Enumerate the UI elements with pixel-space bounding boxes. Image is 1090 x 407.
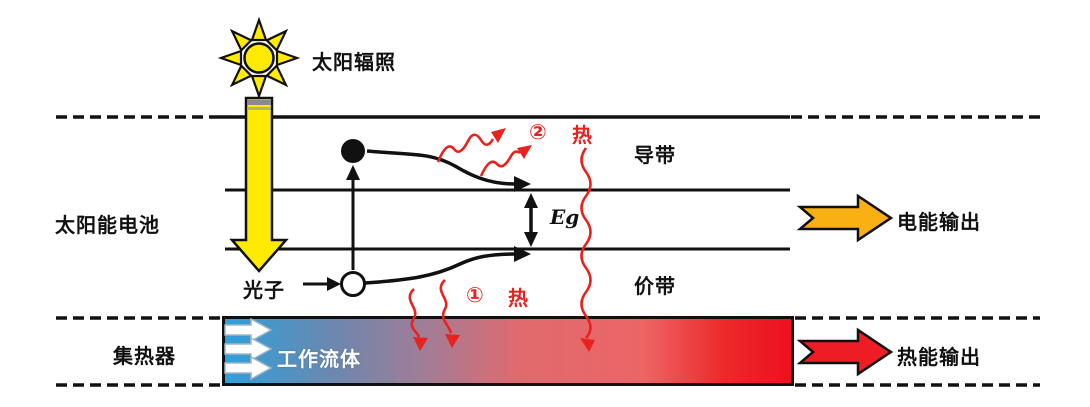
sun-label: 太阳辐照 [312,50,396,74]
heat-wave-2b [479,150,521,177]
fluid-arrow-1 [224,317,273,343]
excitation-arrowhead [346,165,360,180]
electron-relaxation-curve [366,149,516,186]
heat-wavy-arrows-1 [408,279,453,338]
heat-wave-1a-arrowhead [413,337,428,351]
heat-transfer-arrowhead [580,338,595,352]
heat-transfer-wave [580,147,595,352]
hole-relaxation-curve [364,252,516,285]
photon-to-hole-arrowhead [327,277,341,291]
electron-relaxation-arrowhead [514,176,531,192]
heat-wave-1b-arrowhead [445,334,460,348]
hole-relaxation-arrowhead [514,246,531,262]
heat-wave-1b [439,279,453,334]
photon-arrow-stripe-2 [247,107,271,110]
electron-dot [341,139,365,163]
relaxation-curves [364,149,516,285]
working-fluid-label: 工作流体 [277,347,361,371]
fluid-arrow-3 [224,355,273,381]
fluid-flow-arrows [224,317,273,381]
working-fluid-bar [222,316,794,386]
electric-output-arrow [796,193,894,243]
fluid-arrow-2 [224,336,273,362]
thermal-output-arrow [796,327,894,377]
heat-wave-2a-arrowhead [491,128,506,143]
electric-output-label: 电能输出 [897,210,981,234]
sun-icon [217,16,301,100]
hole-circle [340,271,366,297]
heat-marker-1: ① [466,283,484,307]
heat-wavy-arrows-2 [436,133,521,177]
heat-wave-2a [436,133,495,163]
thermal-output-label: 热能输出 [897,345,981,369]
heat-label-1: 热 [508,286,529,310]
heat-label-2: 热 [572,123,593,147]
bandgap-label: Eg [550,205,580,229]
conduction-band-label: 导带 [634,143,676,167]
band-lines [225,188,790,251]
heat-wave-1a [408,288,421,338]
bandgap-arrow [524,193,538,247]
heat-marker-2: ② [529,120,547,144]
carrier-generation [303,139,366,297]
photon-label: 光子 [243,278,285,302]
solar-cell-label: 太阳能电池 [55,213,160,237]
valence-band-label: 价带 [634,274,676,298]
layer-boundaries [56,115,1046,387]
heat-wave-2b-arrowhead [517,145,532,159]
photon-arrow [229,96,289,273]
photon-arrow-stripe-1 [247,100,271,105]
collector-label: 集热器 [113,344,176,368]
